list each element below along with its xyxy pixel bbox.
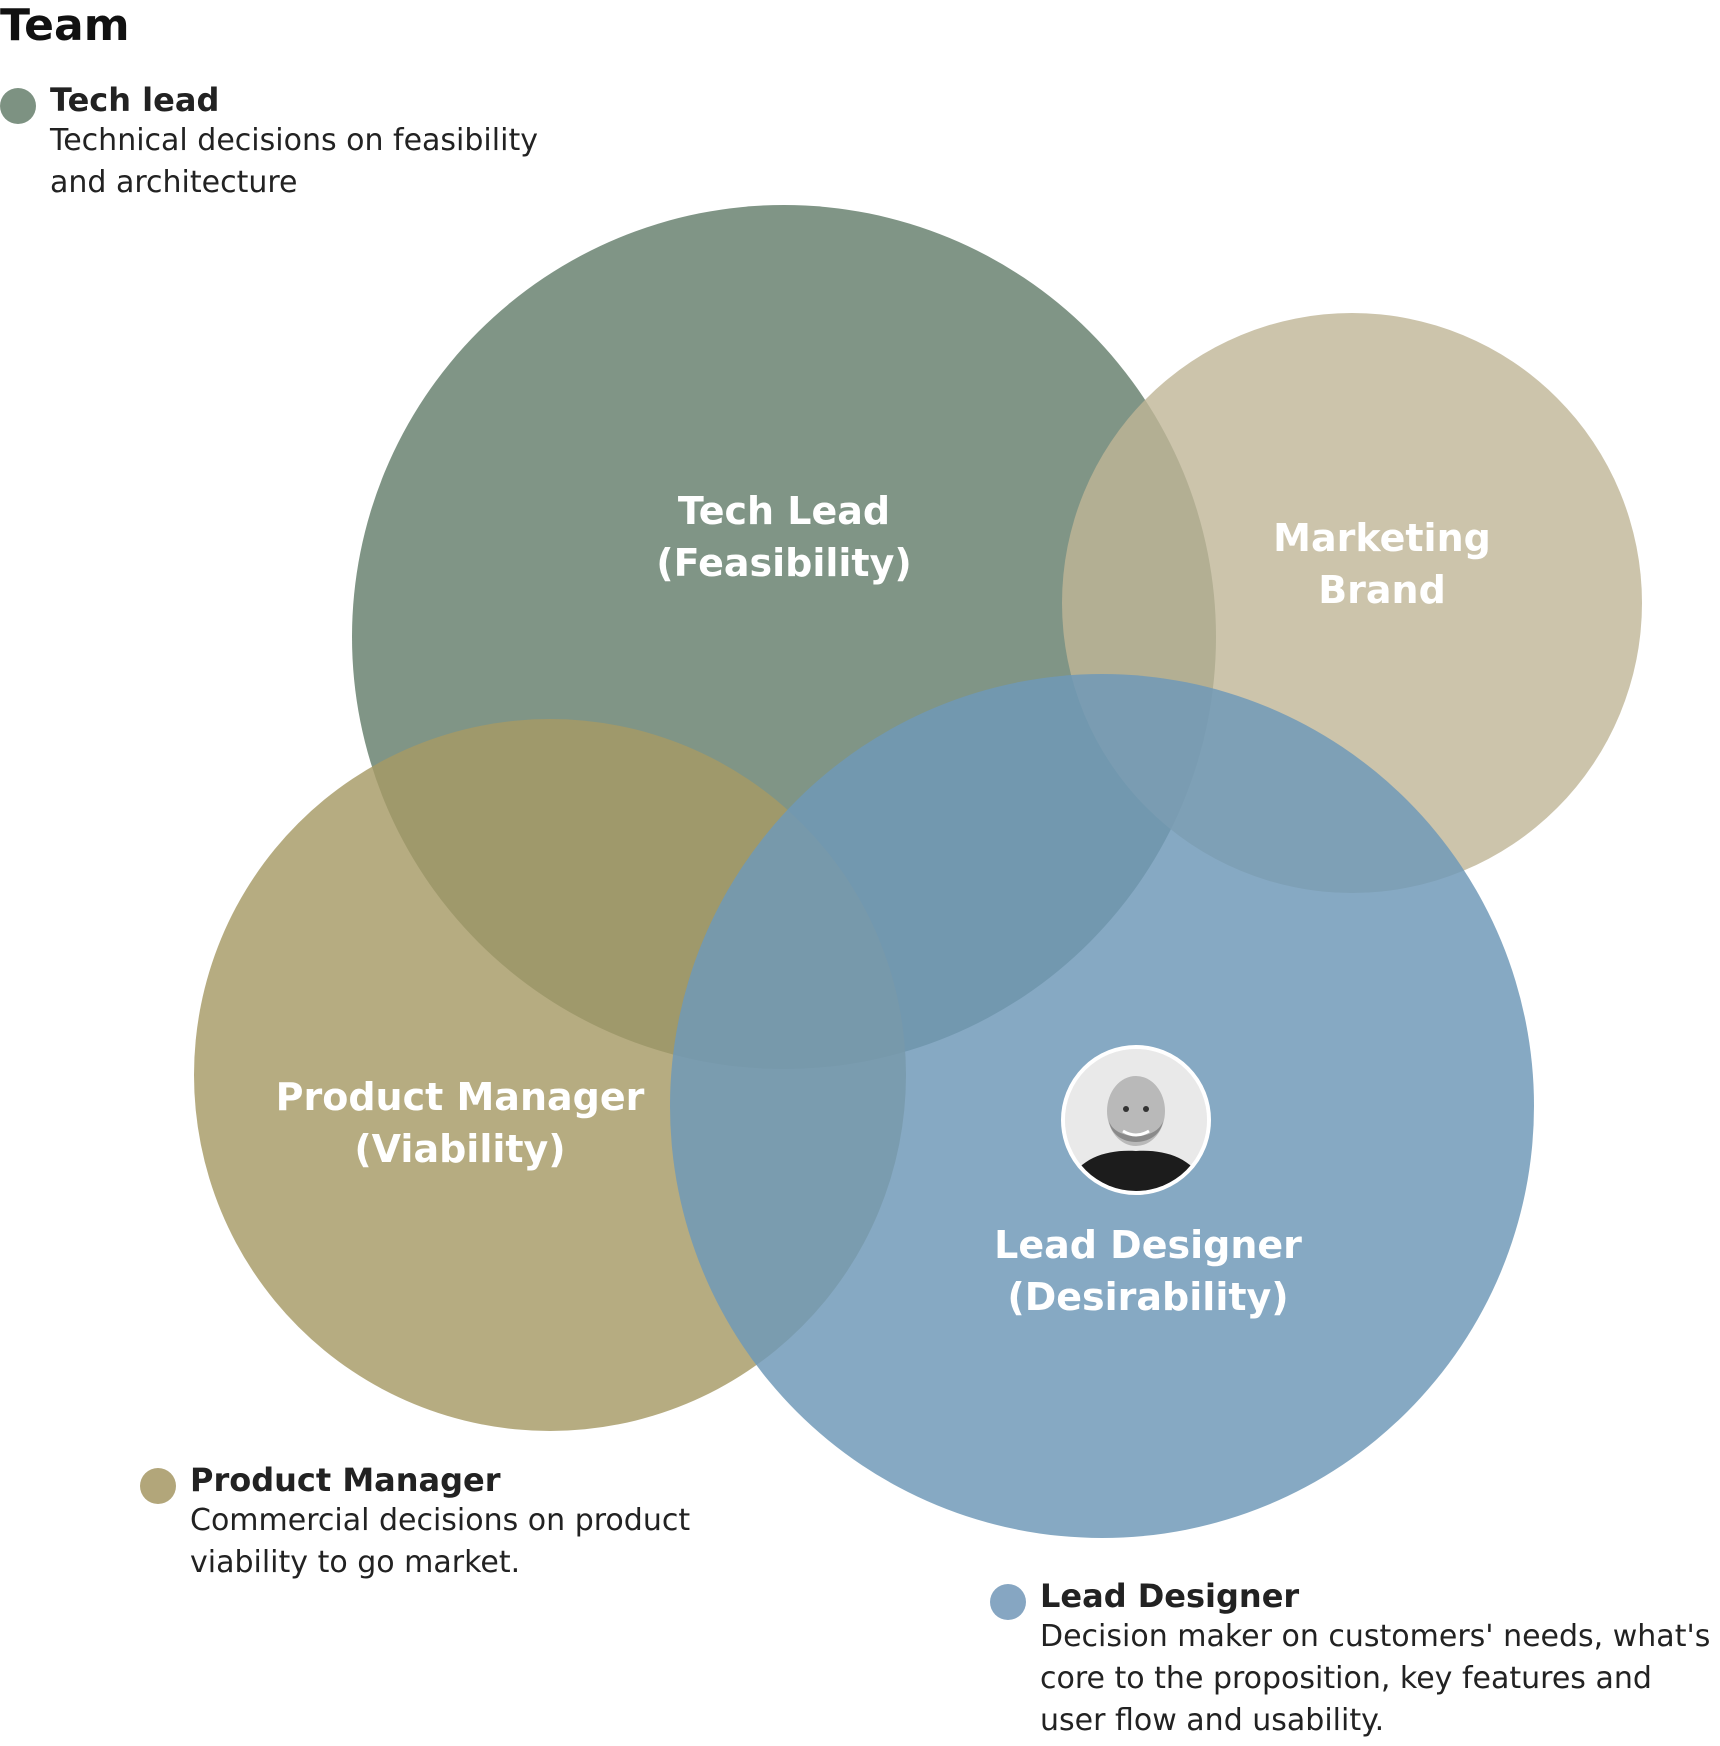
legend-item-tech-lead: Tech lead Technical decisions on feasibi… bbox=[0, 80, 538, 204]
tech-lead-circle-label: Tech Lead (Feasibility) bbox=[656, 485, 911, 589]
legend-item-product-manager: Product Manager Commercial decisions on … bbox=[140, 1460, 690, 1584]
legend-name: Tech lead bbox=[50, 80, 538, 120]
tech-lead-color-dot bbox=[0, 88, 36, 124]
legend-description: Decision maker on customers' needs, what… bbox=[1040, 1616, 1710, 1742]
product-manager-color-dot bbox=[140, 1468, 176, 1504]
person-photo-icon bbox=[1061, 1045, 1211, 1195]
legend-name: Lead Designer bbox=[1040, 1576, 1710, 1616]
lead-designer-color-dot bbox=[990, 1584, 1026, 1620]
marketing-circle-label: Marketing Brand bbox=[1273, 512, 1491, 616]
legend-name: Product Manager bbox=[190, 1460, 690, 1500]
legend-description: Commercial decisions on product viabilit… bbox=[190, 1500, 690, 1584]
legend-item-lead-designer: Lead Designer Decision maker on customer… bbox=[990, 1576, 1710, 1742]
legend-description: Technical decisions on feasibility and a… bbox=[50, 120, 538, 204]
product-manager-circle-label: Product Manager (Viability) bbox=[276, 1071, 645, 1175]
lead-designer-circle-label: Lead Designer (Desirability) bbox=[994, 1219, 1302, 1323]
